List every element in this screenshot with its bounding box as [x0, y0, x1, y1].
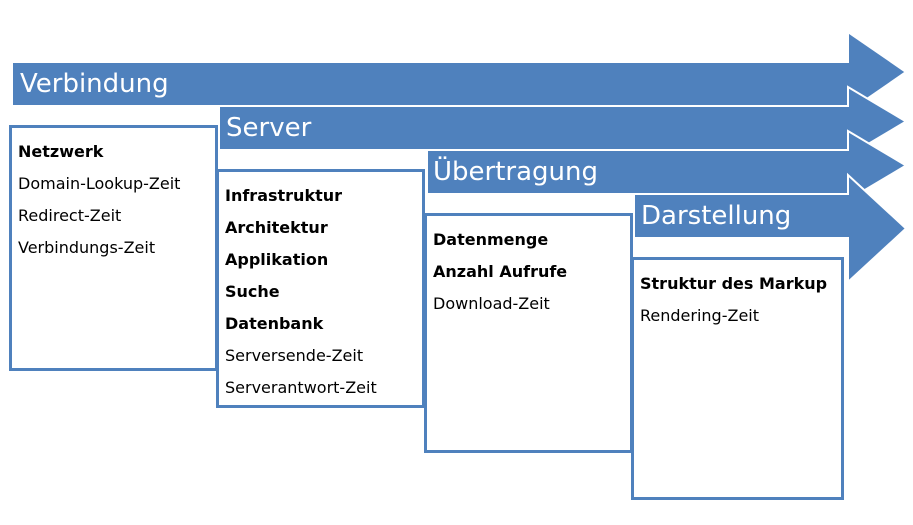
- panel-item: Serverantwort-Zeit: [225, 378, 377, 397]
- stage-title-uebertragung: Übertragung: [433, 157, 599, 187]
- arrow-verbindung: [11, 30, 908, 114]
- panel-item: Suche: [225, 282, 280, 301]
- panel-item: Architektur: [225, 218, 328, 237]
- arrow-darstellung: [633, 172, 908, 285]
- panel-item: Infrastruktur: [225, 186, 343, 205]
- panel-item: Download-Zeit: [433, 294, 550, 313]
- panel-verbindung: Netzwerk Domain-Lookup-Zeit Redirect-Zei…: [9, 125, 218, 371]
- panel-uebertragung: Datenmenge Anzahl Aufrufe Download-Zeit: [424, 213, 633, 453]
- panel-item: Applikation: [225, 250, 329, 269]
- panel-item: Struktur des Markup: [640, 274, 828, 293]
- panel-item: Anzahl Aufrufe: [433, 262, 568, 281]
- panel-item: Redirect-Zeit: [18, 206, 122, 225]
- panel-item: Rendering-Zeit: [640, 306, 759, 325]
- panel-item: Domain-Lookup-Zeit: [18, 174, 181, 193]
- panel-item: Verbindungs-Zeit: [18, 238, 156, 257]
- arrow-uebertragung: [426, 129, 908, 202]
- panel-server: Infrastruktur Architektur Applikation Su…: [216, 169, 425, 408]
- panel-item: Serversende-Zeit: [225, 346, 364, 365]
- panel-item: Datenmenge: [433, 230, 549, 249]
- panel-item: Netzwerk: [18, 142, 104, 161]
- stage-title-darstellung: Darstellung: [641, 201, 792, 231]
- stage-title-verbindung: Verbindung: [20, 69, 169, 99]
- panel-darstellung: Struktur des Markup Rendering-Zeit: [631, 257, 844, 500]
- arrow-server: [218, 85, 908, 158]
- stage-title-server: Server: [226, 113, 312, 143]
- panel-item: Datenbank: [225, 314, 324, 333]
